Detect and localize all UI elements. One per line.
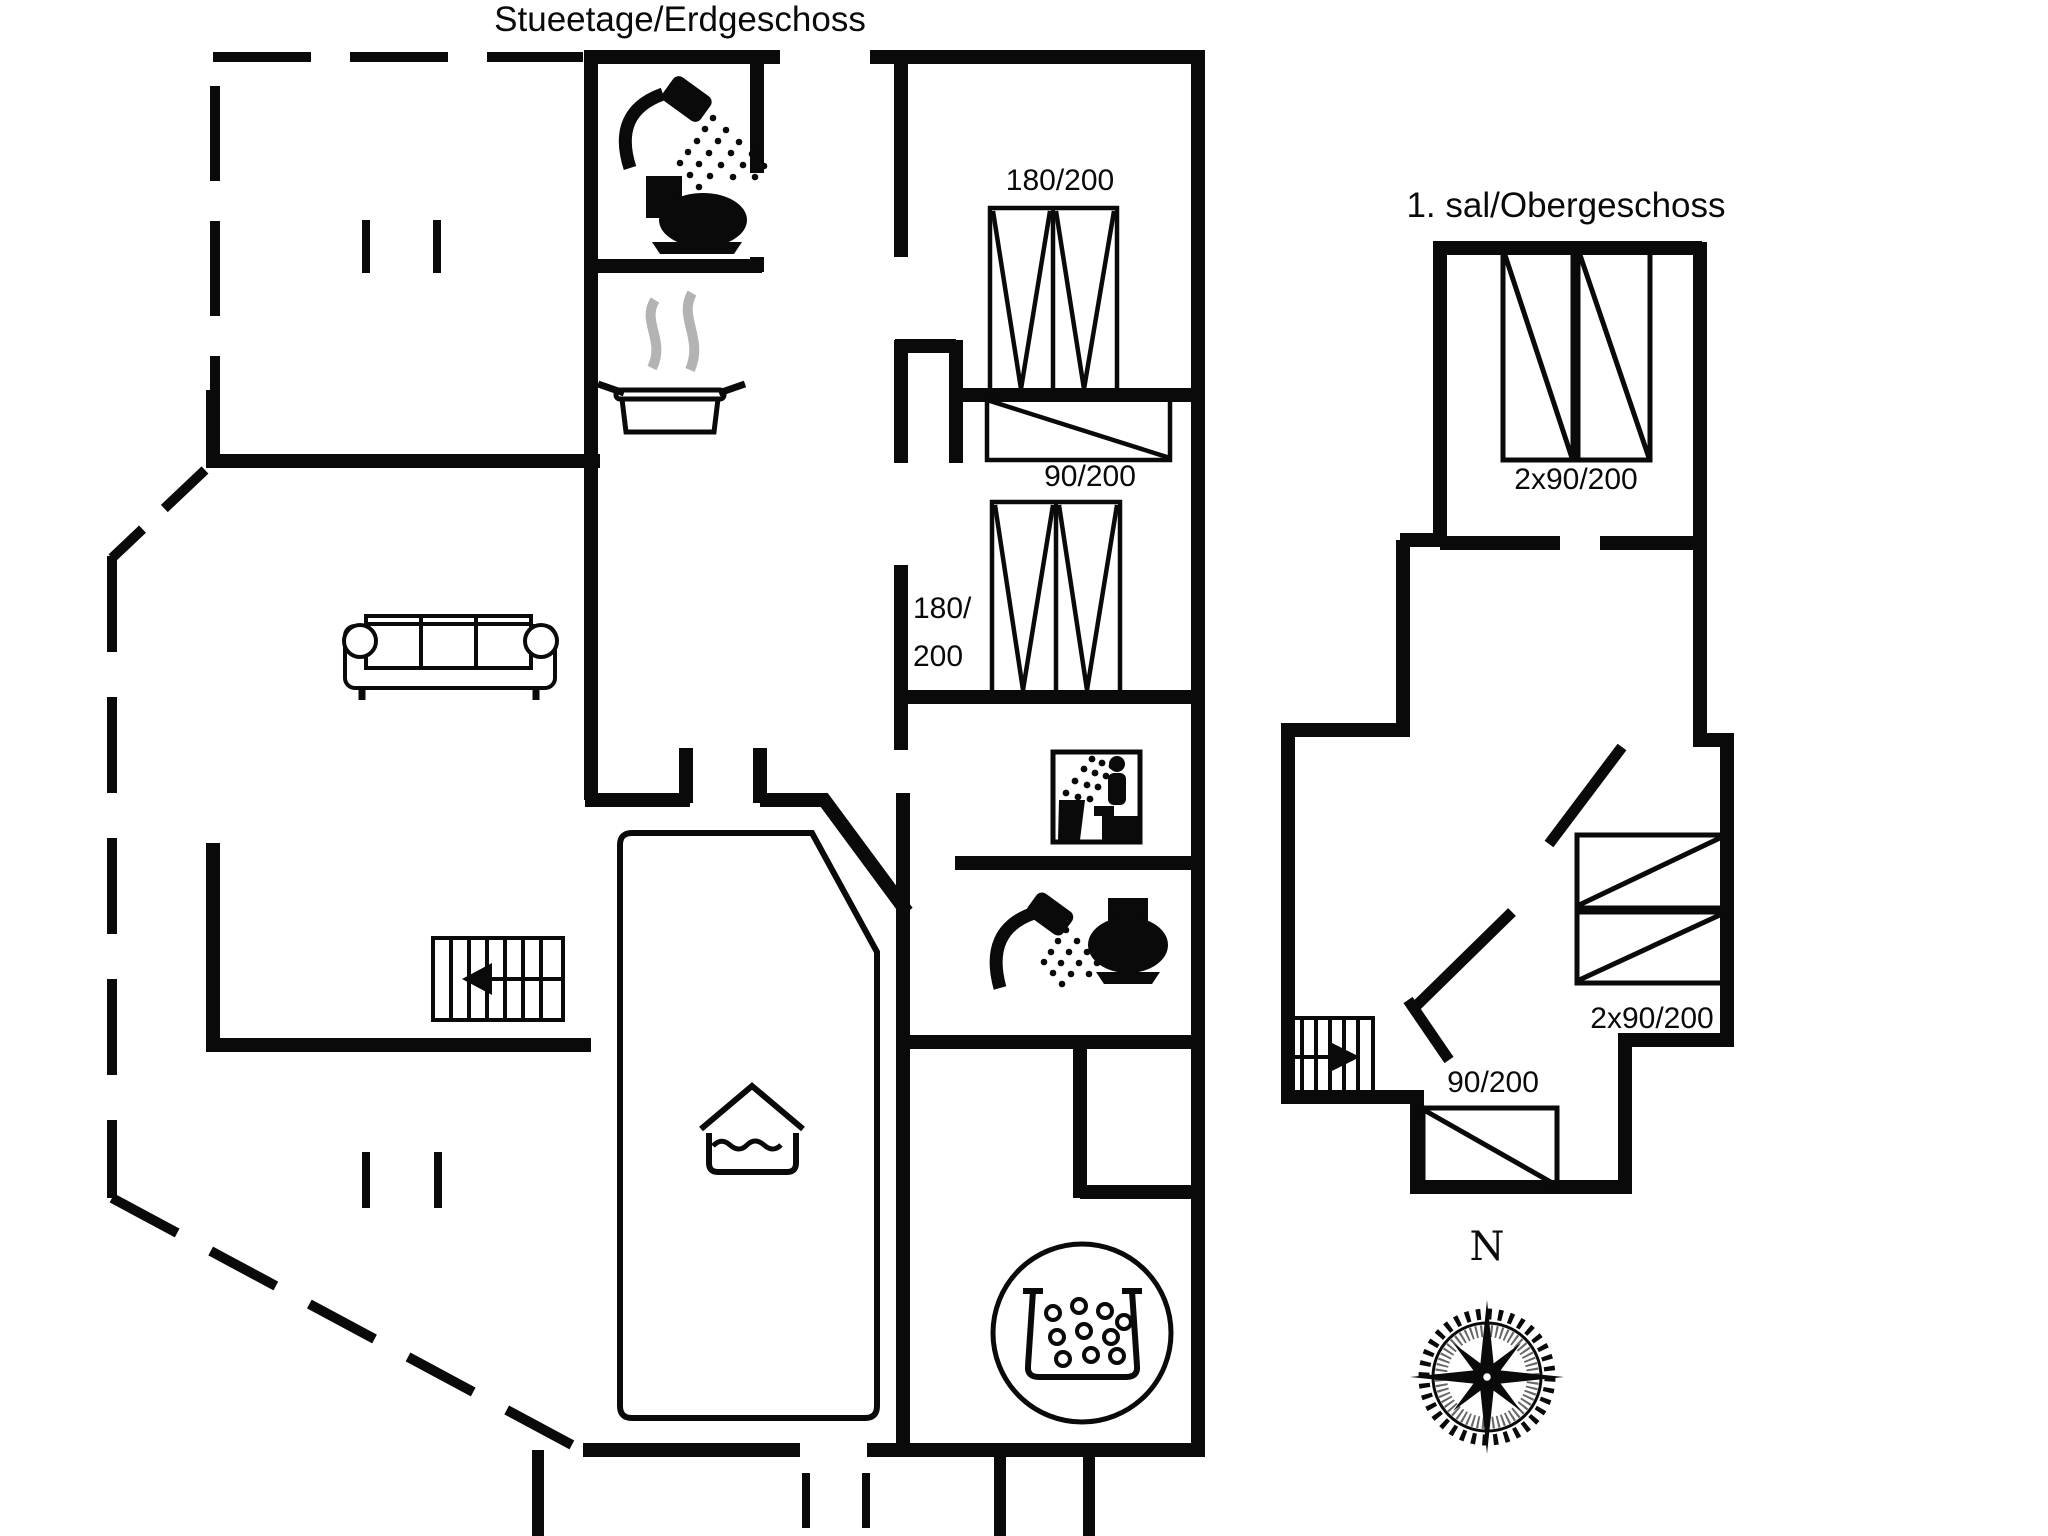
cooking-pot-icon [596, 380, 747, 435]
compass-icon [1410, 1300, 1564, 1454]
toilet-icon-1 [646, 176, 747, 254]
upper-floor-walls [1281, 241, 1734, 1194]
bed-twin-right-icon [1574, 832, 1726, 986]
bed-double-icon [987, 205, 1120, 395]
swimming-pool-icon [699, 1082, 805, 1175]
staircase-up-icon [1286, 1016, 1375, 1099]
toilet-icon-2 [1088, 898, 1168, 984]
staircase-down-icon [431, 936, 565, 1022]
upper-floor-diagonal-walls [1403, 743, 1627, 1064]
whirlpool-icon [990, 1241, 1174, 1425]
wardrobe-icon [984, 395, 1173, 463]
upper-floor-title: 1. sal/Obergeschoss [1406, 186, 1726, 225]
bed-double-size-label: 180/200 [1005, 164, 1115, 197]
shower-icon-2 [989, 892, 1101, 990]
exterior-posts [532, 1450, 1095, 1536]
upper-bed-top-size-label: 2x90/200 [1514, 463, 1638, 496]
steam-icon [645, 290, 700, 372]
shower-icon-1 [618, 76, 768, 191]
bed-second-side-size-label-line2: 200 [913, 640, 964, 673]
bed-single-bottom-icon [1420, 1105, 1560, 1190]
ground-floor-plan [107, 50, 1205, 1536]
compass-north-label: N [1469, 1224, 1505, 1270]
ground-floor-title: Stueetage/Erdgeschoss [494, 0, 866, 39]
door-markers [362, 220, 870, 1528]
bed-second-side-size-label-line1: 180/ [913, 592, 972, 625]
sauna-icon [1050, 749, 1143, 845]
ground-floor-walls [206, 50, 1205, 1457]
bed-second-icon [989, 499, 1123, 696]
upper-bed-right-size-label: 2x90/200 [1590, 1002, 1714, 1035]
sofa-icon [342, 614, 559, 700]
bed-twin-top-icon [1500, 247, 1653, 463]
terrace-dashed-outline [107, 52, 588, 1457]
upper-bed-bottom-size-label: 90/200 [1447, 1066, 1539, 1099]
pool-basin [617, 830, 880, 1421]
bed-second-top-size-label: 90/200 [1044, 460, 1136, 493]
upper-floor-plan [1281, 241, 1734, 1194]
